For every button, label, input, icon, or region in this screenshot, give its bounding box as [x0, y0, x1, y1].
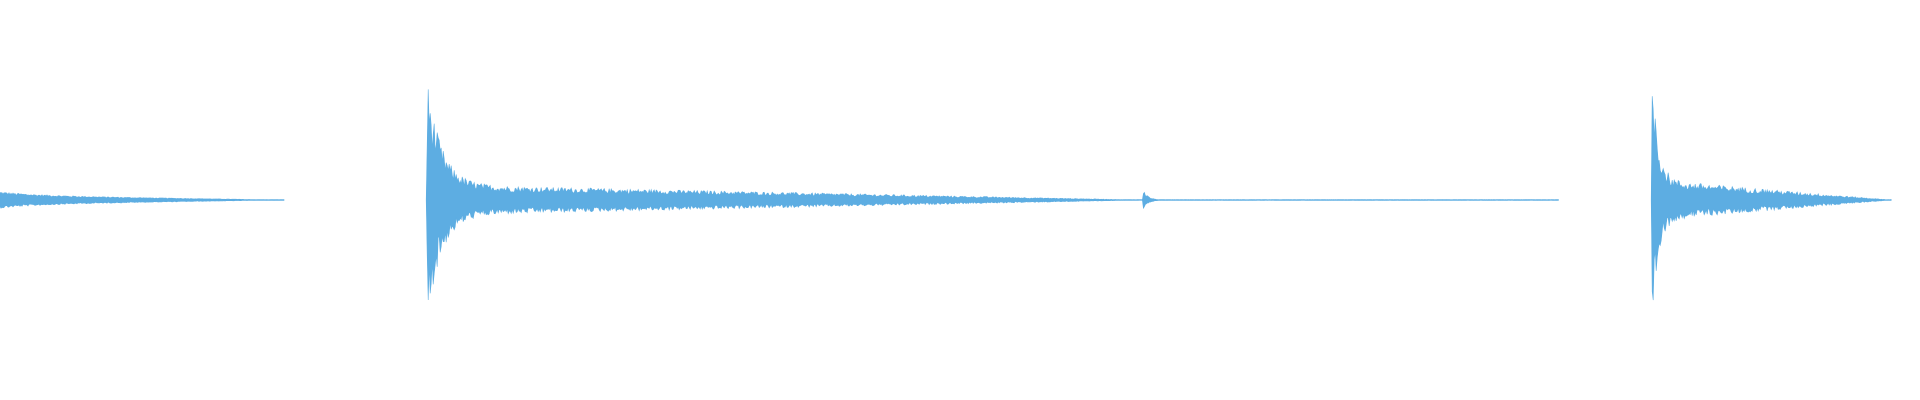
waveform-segment-soft-tap	[1142, 191, 1559, 210]
waveform-segment-bell-strike-2	[1650, 96, 1892, 301]
waveform-segment-bell-strike-1	[425, 89, 1145, 301]
waveform-segment-tail-decay	[0, 192, 285, 209]
